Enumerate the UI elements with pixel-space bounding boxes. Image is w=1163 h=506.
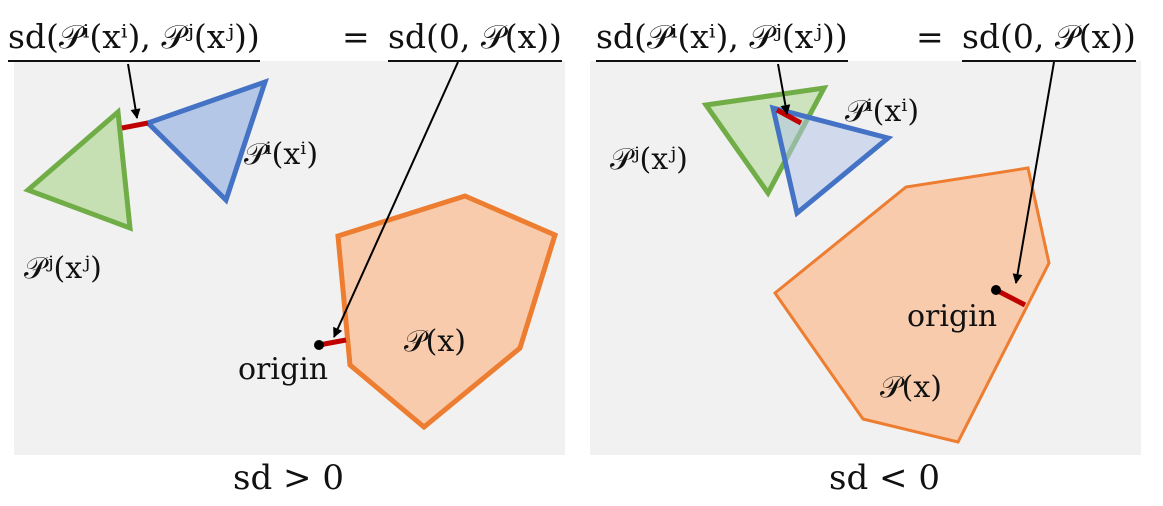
right-blue-triangle-label: 𝒫ⁱ(xⁱ) [845, 94, 919, 129]
left-green-triangle [23, 106, 133, 232]
right-arrow-to-triangles [777, 63, 791, 115]
left-blue-triangle-label: 𝒫ⁱ(xⁱ) [244, 137, 318, 172]
left-header-lhs: sd(𝒫ⁱ(xⁱ), 𝒫ʲ(xʲ)) [8, 20, 260, 62]
left-arrow-to-triangles [127, 63, 141, 119]
left-green-triangle-label: 𝒫ʲ(xʲ) [24, 251, 102, 286]
left-origin-label: origin [238, 352, 328, 387]
right-origin-distance-segment [994, 287, 1027, 308]
right-arrow-to-origin [1012, 61, 1055, 284]
left-polygon-label: 𝒫(x) [404, 324, 466, 359]
right-blue-triangle [769, 104, 894, 218]
left-header-rhs: sd(0, 𝒫(x)) [388, 20, 562, 62]
left-arrow-to-origin [333, 61, 459, 338]
right-origin-label: origin [907, 299, 997, 334]
left-triangle-distance-segment [121, 120, 149, 131]
right-caption: sd < 0 [829, 458, 940, 498]
left-header-eq: = [342, 17, 370, 56]
right-origin-point [991, 285, 1001, 295]
right-header-eq: = [916, 17, 944, 56]
right-header-rhs: sd(0, 𝒫(x)) [962, 20, 1136, 62]
right-green-triangle-label: 𝒫ʲ(xʲ) [610, 142, 688, 177]
left-origin-point [314, 340, 324, 350]
right-header-lhs: sd(𝒫ⁱ(xⁱ), 𝒫ʲ(xʲ)) [596, 20, 848, 62]
right-polygon-label: 𝒫(x) [880, 370, 942, 405]
right-orange-polygon [772, 166, 1051, 444]
left-orange-polygon [335, 193, 559, 431]
left-caption: sd > 0 [233, 458, 344, 498]
left-blue-triangle [143, 77, 269, 205]
